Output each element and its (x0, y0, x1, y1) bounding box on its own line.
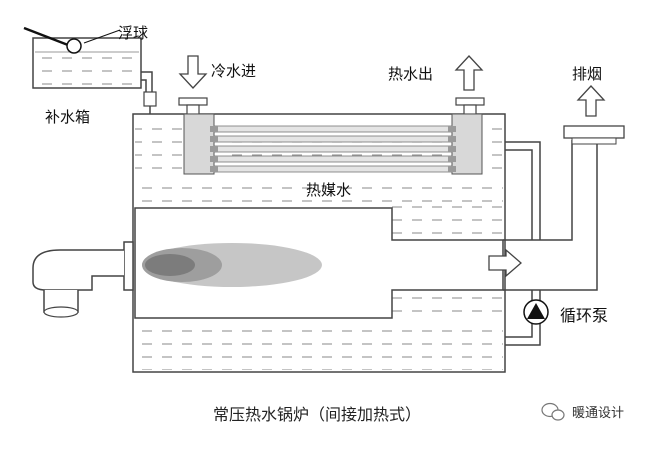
flue-duct (503, 125, 625, 291)
flame (142, 243, 322, 287)
float-ball-label: 浮球 (118, 24, 149, 42)
wechat-icon (541, 402, 565, 421)
flue-gas-arrow (488, 248, 522, 278)
circulation-pump-label: 循环泵 (560, 306, 609, 325)
watermark: 暖通设计 (572, 400, 624, 422)
float-ball-icon (23, 26, 121, 54)
heat-medium-water-label: 热媒水 (306, 181, 352, 199)
cold-water-in-arrow (178, 55, 208, 89)
exhaust-label: 排烟 (572, 65, 603, 83)
diagram-caption: 常压热水锅炉（间接加热式） (213, 405, 422, 424)
circulation-pump-icon (523, 299, 549, 325)
hot-water-out-label: 热水出 (388, 65, 434, 83)
cold-water-in-label: 冷水进 (211, 62, 257, 80)
watermark-text: 暖通设计 (572, 405, 625, 421)
exhaust-arrow (576, 85, 606, 117)
hot-water-out-arrow (454, 55, 484, 91)
makeup-pipe (141, 71, 157, 115)
burner (32, 241, 134, 318)
heat-exchanger-coil (178, 97, 485, 175)
makeup-tank-label: 补水箱 (45, 108, 91, 126)
makeup-water-tank (32, 37, 142, 89)
